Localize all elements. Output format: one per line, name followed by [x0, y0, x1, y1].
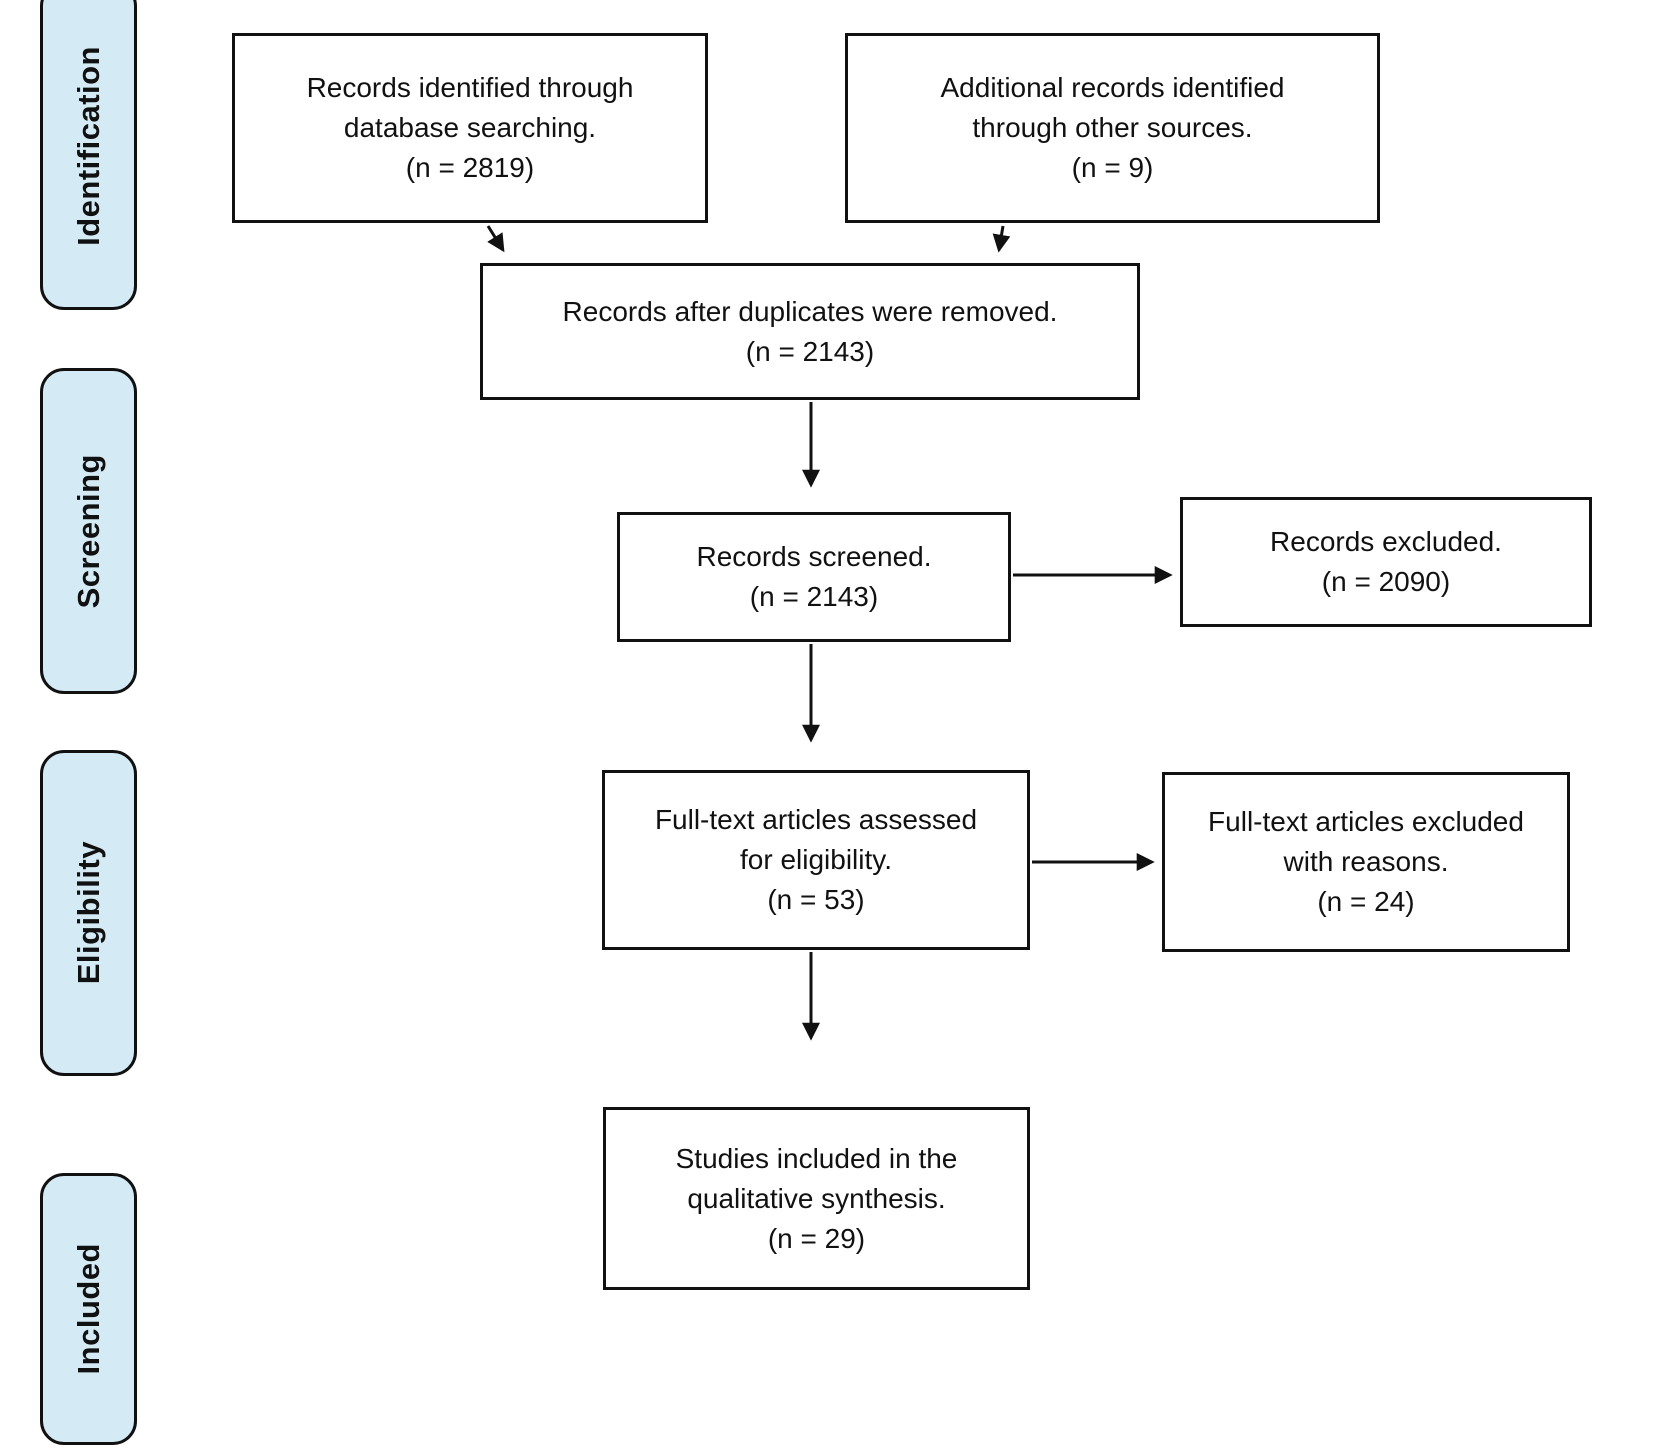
box-additional-records: Additional records identified through ot… [845, 33, 1380, 223]
stage-included: Included [40, 1173, 137, 1445]
box-text: Studies included in the qualitative synt… [675, 1142, 958, 1254]
box-after-duplicates: Records after duplicates were removed. (… [480, 263, 1140, 400]
arrow-identified-to-duplicates-icon [486, 225, 505, 253]
stage-identification: Identification [40, 0, 137, 310]
stage-label: Included [70, 1243, 106, 1375]
stage-label: Identification [70, 46, 106, 246]
box-fulltext-assessed: Full-text articles assessed for eligibil… [602, 770, 1030, 950]
box-text: Records screened. (n = 2143) [696, 541, 932, 612]
box-text: Records excluded. (n = 2090) [1270, 526, 1502, 597]
box-text: Additional records identified through ot… [940, 72, 1285, 183]
stage-label: Screening [70, 453, 106, 609]
box-records-excluded: Records excluded. (n = 2090) [1180, 497, 1592, 627]
box-text: Full-text articles assessed for eligibil… [654, 804, 978, 915]
box-fulltext-excluded: Full-text articles excluded with reasons… [1162, 772, 1570, 952]
box-text: Records identified through database sear… [306, 72, 634, 183]
stage-label: Eligibility [70, 841, 106, 985]
arrow-additional-to-duplicates-icon [992, 225, 1011, 253]
box-text: Records after duplicates were removed. (… [562, 295, 1058, 367]
box-text: Full-text articles excluded with reasons… [1208, 806, 1524, 917]
box-records-identified: Records identified through database sear… [232, 33, 708, 223]
stage-eligibility: Eligibility [40, 750, 137, 1076]
stage-screening: Screening [40, 368, 137, 694]
box-studies-included: Studies included in the qualitative synt… [603, 1107, 1030, 1290]
box-records-screened: Records screened. (n = 2143) [617, 512, 1011, 642]
